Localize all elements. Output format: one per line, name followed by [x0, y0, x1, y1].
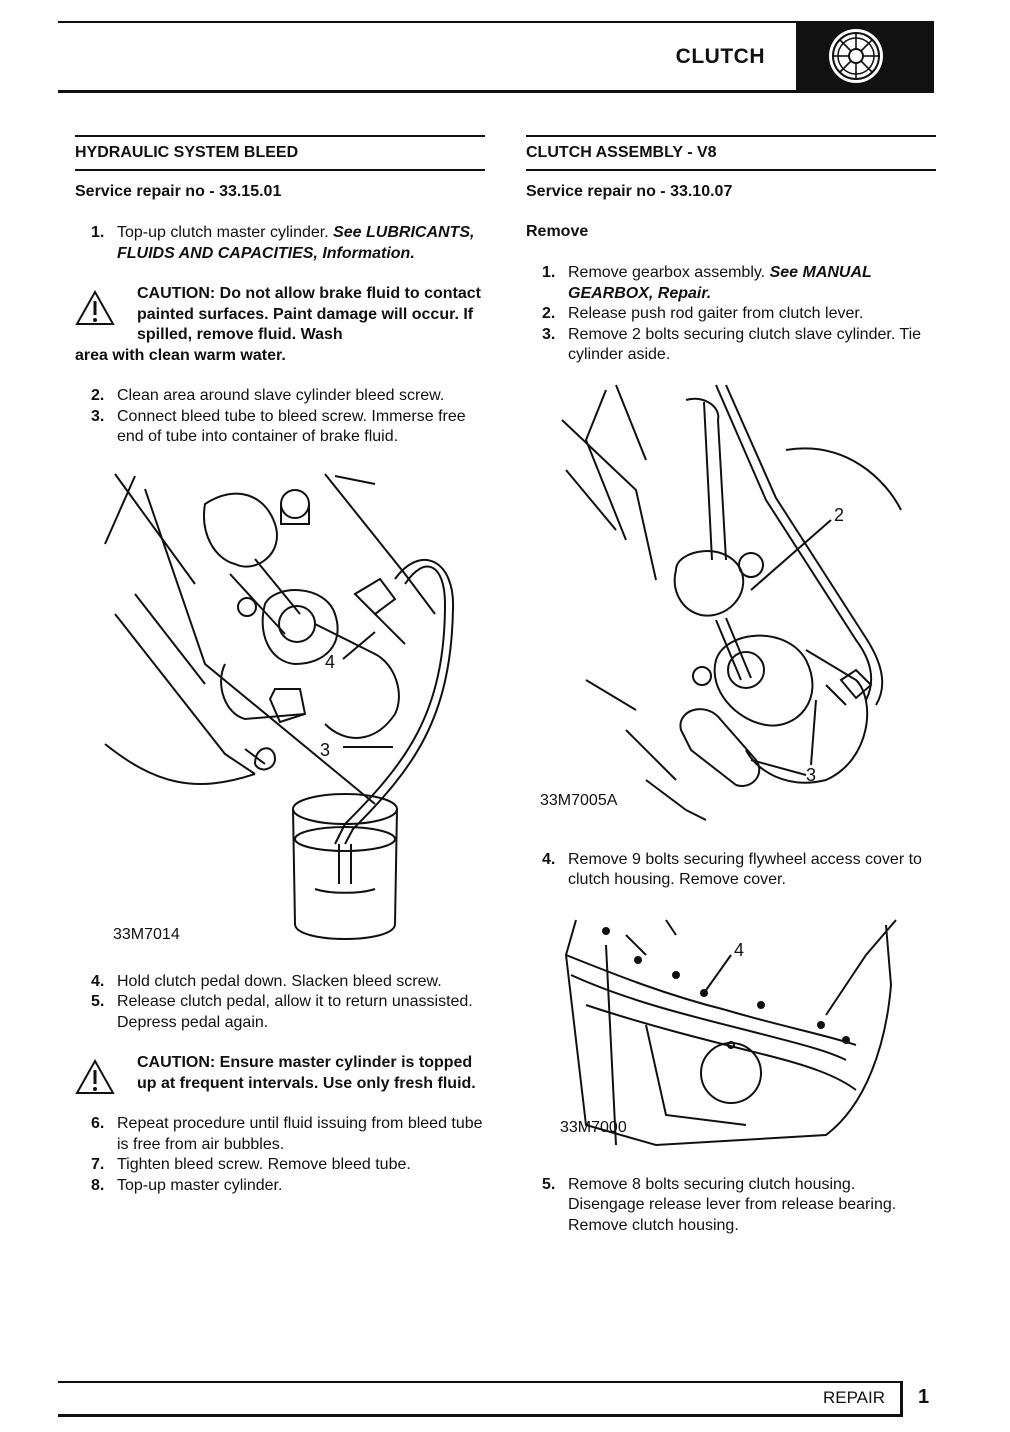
right-step-5: 5. Remove 8 bolts securing clutch housin… — [526, 1175, 936, 1237]
step-text: Tighten bleed screw. Remove bleed tube. — [117, 1156, 411, 1173]
cross-reference: See LUBRICANTS, FLUIDS AND CAPACITIES, I… — [117, 224, 475, 262]
cross-reference: See MANUAL GEARBOX, Repair. — [568, 264, 872, 302]
left-step-8: 8. Top-up master cylinder. — [75, 1176, 485, 1197]
step-text: Remove 2 bolts securing clutch slave cyl… — [568, 325, 922, 364]
step-text: Release clutch pedal, allow it to return… — [117, 993, 473, 1031]
right-step-4: 4. Remove 9 bolts securing flywheel acce… — [526, 850, 936, 891]
left-step-4: 4. Hold clutch pedal down. Slacken bleed… — [75, 972, 485, 993]
clutch-plate-icon — [829, 29, 883, 83]
section-rule — [75, 135, 485, 137]
left-step-5: 5. Release clutch pedal, allow it to ret… — [75, 992, 485, 1033]
right-service-number: Service repair no - 33.10.07 — [526, 183, 733, 200]
header-rule-bottom — [58, 90, 934, 93]
section-rule — [526, 169, 936, 171]
section-rule — [526, 135, 936, 137]
step-number: 1. — [91, 224, 105, 241]
step-number: 5. — [542, 1175, 556, 1193]
right-column: CLUTCH ASSEMBLY - V8 Service repair no -… — [526, 135, 936, 1236]
step-number: 4. — [91, 972, 105, 990]
callout-4: 4 — [734, 939, 745, 960]
clutch-slave-cylinder-removal-illustration — [561, 384, 902, 821]
step-text: Hold clutch pedal down. Slacken bleed sc… — [117, 972, 442, 990]
footer-rule-bottom — [58, 1414, 903, 1417]
left-section-title: HYDRAULIC SYSTEM BLEED — [75, 144, 299, 161]
step-text: Remove gearbox assembly. — [568, 264, 770, 281]
flywheel-access-cover-illustration — [564, 918, 897, 1146]
step-number: 8. — [91, 1176, 105, 1194]
right-section-title: CLUTCH ASSEMBLY - V8 — [526, 144, 717, 161]
step-number: 4. — [542, 850, 556, 868]
step-text: Top-up master cylinder. — [117, 1176, 283, 1194]
caution-text: CAUTION: Ensure master cylinder is toppe… — [137, 1054, 476, 1092]
right-step-3: 3. Remove 2 bolts securing clutch slave … — [526, 325, 936, 366]
left-column: HYDRAULIC SYSTEM BLEED Service repair no… — [75, 135, 485, 1196]
left-step-7: 7. Tighten bleed screw. Remove bleed tub… — [75, 1155, 485, 1176]
section-rule — [75, 169, 485, 171]
step-text: Connect bleed tube to bleed screw. Immer… — [117, 407, 466, 446]
step-number: 5. — [91, 993, 105, 1010]
callout-3: 3 — [806, 764, 817, 785]
left-service-number: Service repair no - 33.15.01 — [75, 183, 282, 200]
left-step-1: 1. Top-up clutch master cylinder. See LU… — [75, 223, 485, 264]
figure-33m7000: 4 33M7000 — [526, 915, 936, 1155]
remove-heading: Remove — [526, 223, 589, 240]
caution-text-tail: area with clean warm water. — [75, 346, 286, 364]
slave-cylinder-bleed-illustration — [104, 472, 455, 940]
figure-33m7014: 4 3 33M7014 — [75, 464, 485, 964]
right-step-1: 1. Remove gearbox assembly. See MANUAL G… — [526, 263, 936, 304]
step-text: Top-up clutch master cylinder. — [117, 224, 334, 241]
figure-code: 33M7005A — [540, 791, 618, 809]
step-text: Remove 8 bolts securing clutch housing. … — [568, 1175, 897, 1234]
caution-2: CAUTION: Ensure master cylinder is toppe… — [75, 1053, 485, 1094]
figure-33m7005a: 2 3 33M7005A — [526, 380, 936, 840]
left-step-2: 2. Clean area around slave cylinder blee… — [75, 386, 485, 407]
step-number: 3. — [91, 407, 105, 425]
step-text: Remove 9 bolts securing flywheel access … — [568, 850, 922, 889]
figure-code: 33M7014 — [113, 925, 180, 943]
right-step-2: 2. Release push rod gaiter from clutch l… — [526, 304, 936, 325]
section-title: CLUTCH — [675, 45, 765, 68]
left-step-6: 6. Repeat procedure until fluid issuing … — [75, 1114, 485, 1155]
footer-rule-top — [58, 1381, 903, 1383]
callout-2: 2 — [834, 504, 845, 525]
page-number: 1 — [918, 1386, 930, 1408]
caution-text: CAUTION: Do not allow brake fluid to con… — [137, 285, 481, 343]
callout-3: 3 — [320, 739, 331, 760]
caution-1: CAUTION: Do not allow brake fluid to con… — [75, 284, 485, 366]
step-number: 2. — [91, 387, 105, 404]
footer-section-label: REPAIR — [822, 1388, 885, 1407]
step-number: 7. — [91, 1156, 105, 1173]
figure-code: 33M7000 — [560, 1118, 627, 1136]
step-number: 2. — [542, 305, 556, 322]
left-step-3: 3. Connect bleed tube to bleed screw. Im… — [75, 407, 485, 448]
step-text: Repeat procedure until fluid issuing fro… — [117, 1115, 483, 1153]
footer-divider — [900, 1381, 903, 1417]
step-text: Release push rod gaiter from clutch leve… — [568, 305, 864, 322]
warning-triangle-icon — [75, 290, 115, 325]
step-number: 6. — [91, 1115, 105, 1132]
step-number: 1. — [542, 264, 556, 281]
step-number: 3. — [542, 325, 556, 343]
header-rule-top — [58, 21, 934, 23]
callout-4: 4 — [325, 651, 336, 672]
step-text: Clean area around slave cylinder bleed s… — [117, 387, 445, 404]
warning-triangle-icon — [75, 1059, 115, 1094]
